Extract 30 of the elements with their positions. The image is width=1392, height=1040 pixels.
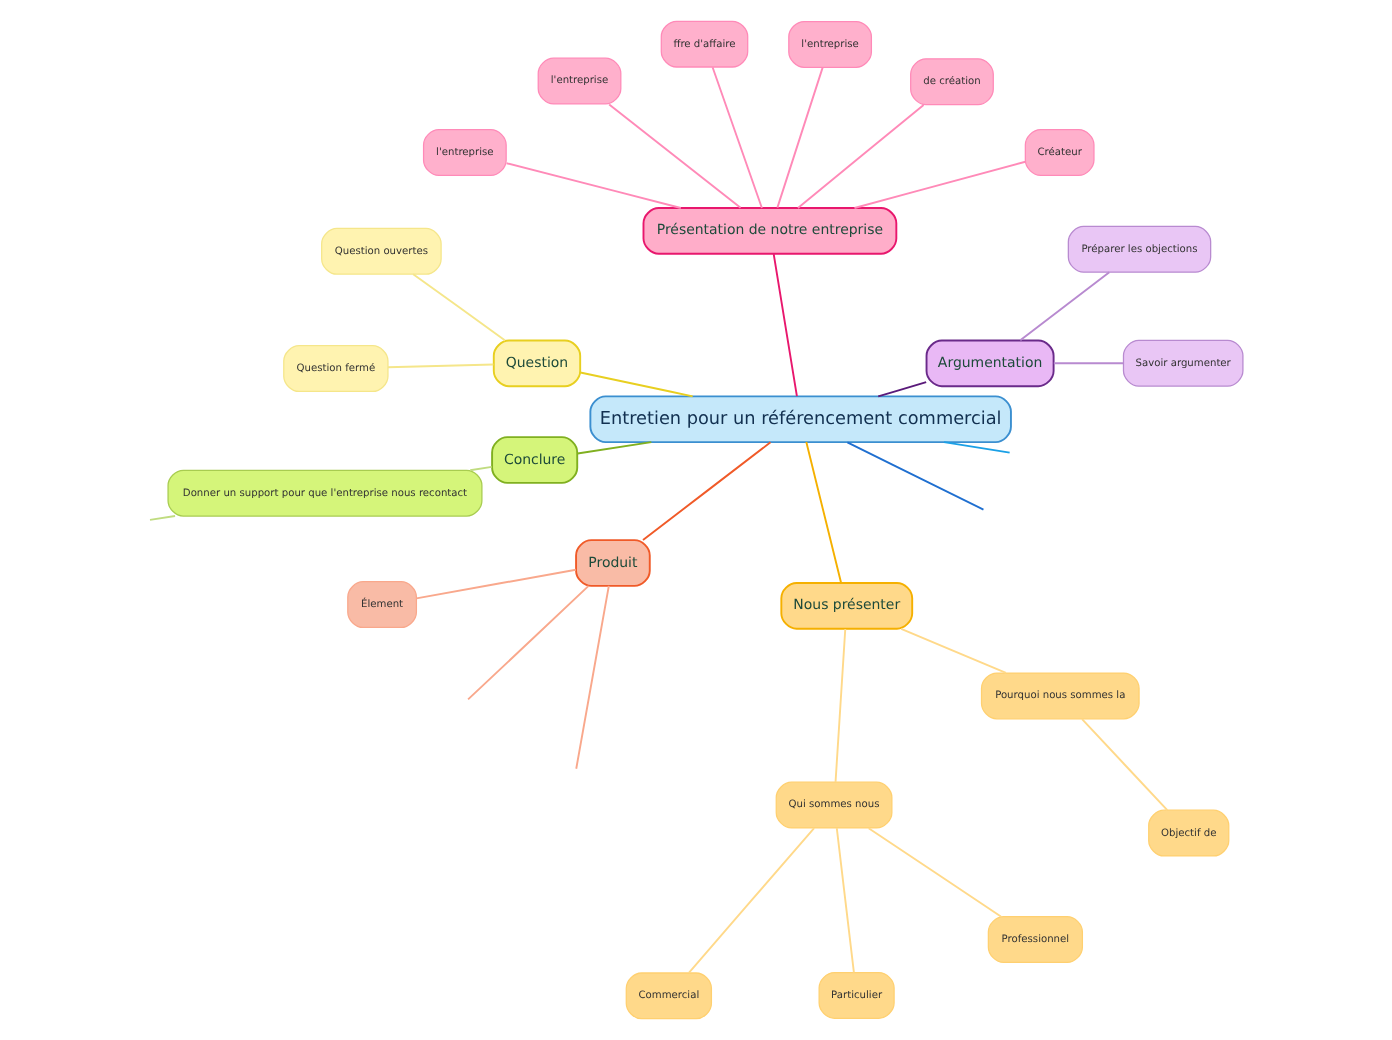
- connector: [467, 584, 590, 701]
- connector: [711, 66, 763, 209]
- connector: [900, 627, 1007, 674]
- connector: [469, 465, 493, 472]
- connector: [805, 441, 843, 584]
- connector: [505, 162, 682, 209]
- node-box: Entretien pour un référencement commercial: [589, 395, 1012, 444]
- connector: [576, 441, 653, 455]
- connector: [579, 371, 694, 398]
- connector: [834, 628, 847, 783]
- connector: [943, 441, 1011, 454]
- connector: [776, 66, 824, 209]
- connector: [877, 381, 928, 398]
- connector: [797, 104, 925, 209]
- connector: [853, 160, 1027, 209]
- connector: [387, 363, 495, 369]
- connector: [867, 827, 1002, 918]
- connector: [149, 515, 176, 521]
- connector: [415, 568, 577, 600]
- connector: [835, 827, 855, 974]
- connector: [772, 253, 798, 398]
- connector: [1081, 718, 1169, 812]
- connector: [412, 273, 507, 342]
- connector: [1019, 271, 1111, 342]
- connector: [1052, 362, 1125, 365]
- connector: [608, 103, 742, 209]
- connector: [575, 584, 610, 770]
- connector: [687, 827, 816, 974]
- connector: [642, 441, 772, 541]
- connector: [846, 441, 985, 511]
